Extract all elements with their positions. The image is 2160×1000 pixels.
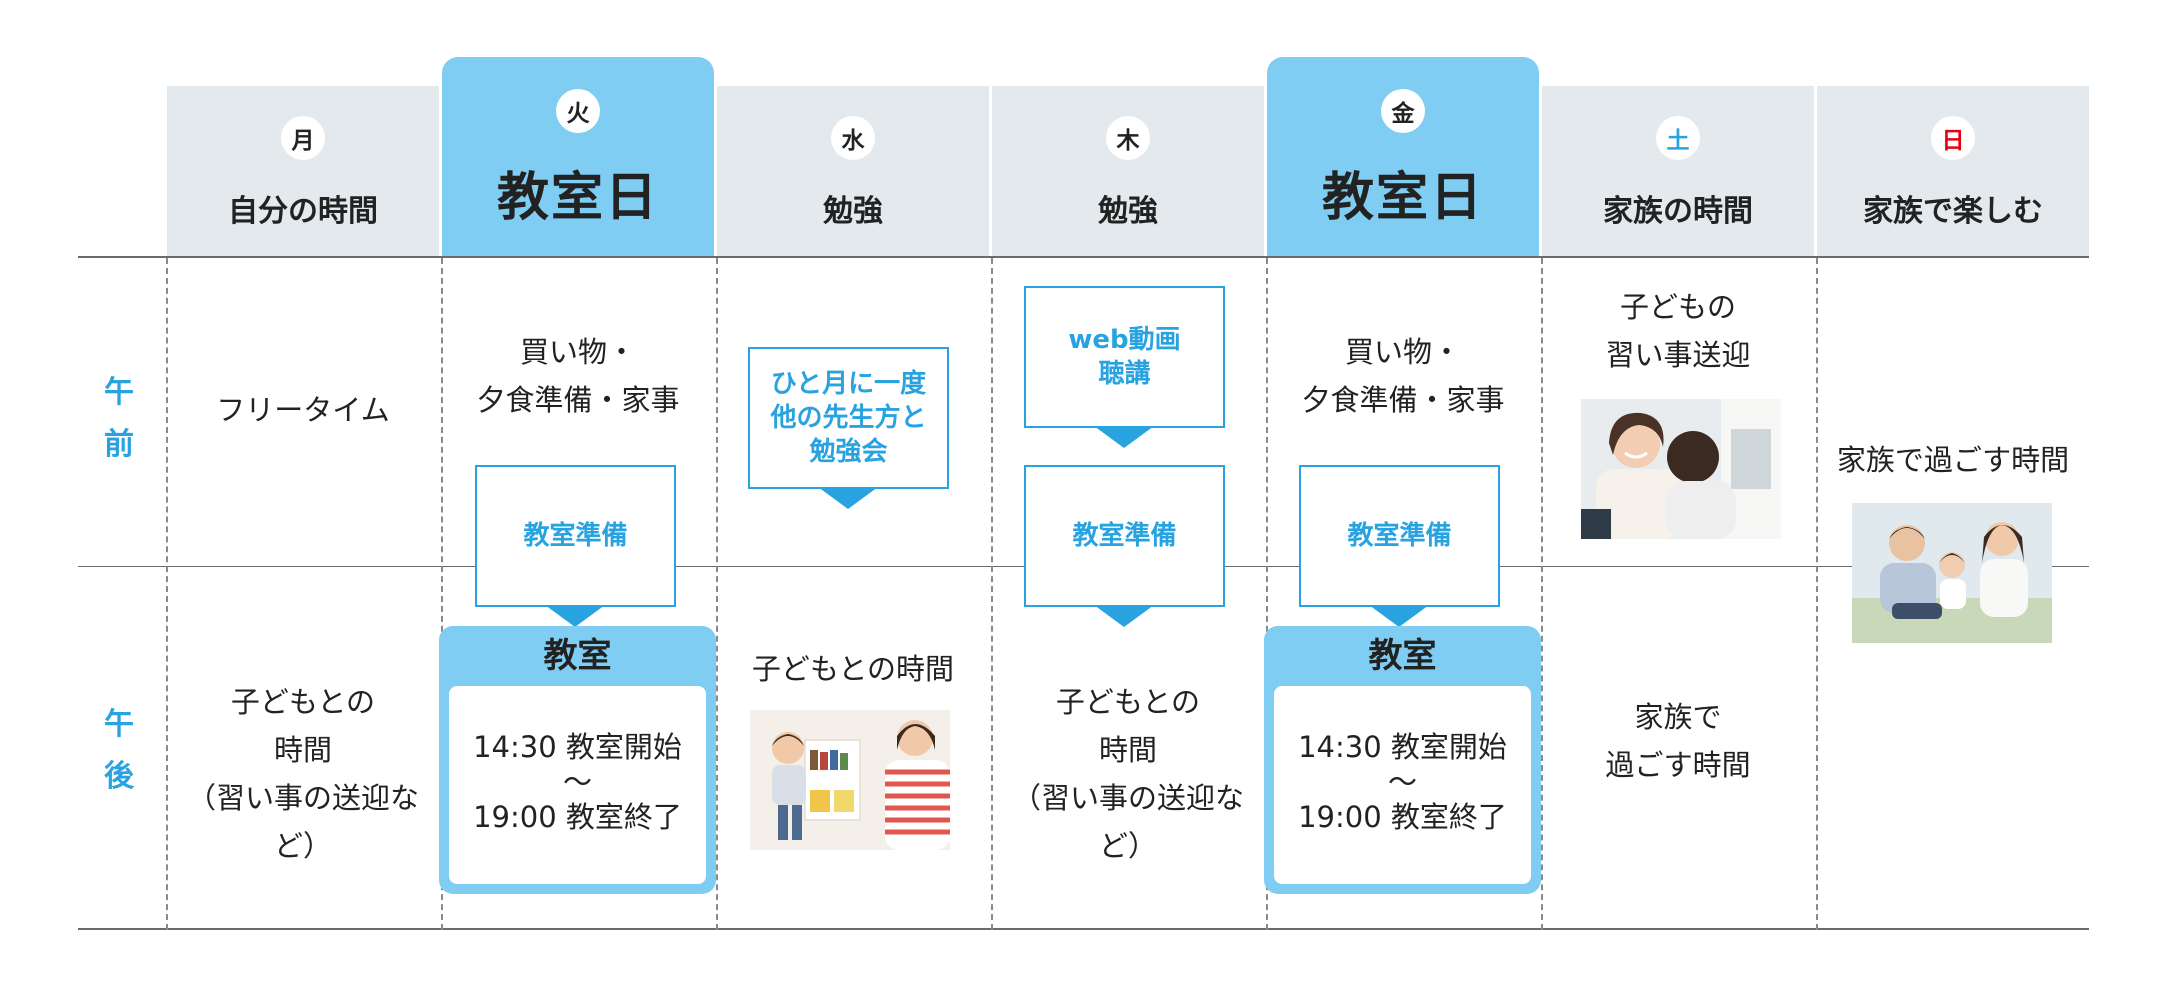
- thu-web-line-1: web動画: [1068, 325, 1181, 355]
- family-outdoor-photo: [1852, 503, 2052, 643]
- fri-am-text: 買い物・ 夕食準備・家事: [1268, 328, 1538, 424]
- thu-pm-line-2: 時間: [1098, 733, 1157, 767]
- wed-study-line-2: 他の先生方と: [770, 403, 927, 433]
- fri-class-end: 19:00 教室終了: [1298, 800, 1507, 834]
- wed-study-arrow: [818, 487, 878, 509]
- day-header-thu: 木 勉強: [992, 86, 1264, 258]
- day-header-mon: 月 自分の時間: [167, 86, 439, 258]
- fri-class-box: 教室 14:30 教室開始 〜 19:00 教室終了: [1264, 626, 1541, 894]
- period-pm-char-1: 午: [104, 707, 134, 742]
- fri-class-start: 14:30 教室開始: [1298, 730, 1507, 764]
- day-badge-thu: 木: [1106, 116, 1150, 160]
- mon-pm-line-2: 時間: [273, 733, 332, 767]
- day-header-sun: 日 家族で楽しむ: [1817, 86, 2089, 258]
- column-divider: [441, 258, 443, 930]
- day-badge-tue: 火: [556, 89, 600, 133]
- tue-prep-box: 教室準備: [475, 465, 676, 607]
- period-pm-char-2: 後: [104, 759, 134, 794]
- column-divider: [166, 258, 168, 930]
- family-outdoor-illustration: [1852, 503, 2052, 643]
- table-bottom-line: [78, 928, 2089, 930]
- fri-class-hours: 14:30 教室開始 〜 19:00 教室終了: [1274, 686, 1531, 884]
- column-divider: [1816, 258, 1818, 930]
- thu-pm-line-3: （習い事の送迎など）: [1011, 781, 1244, 863]
- fri-prep-arrow: [1369, 605, 1429, 627]
- mon-pm-line-3: （習い事の送迎など）: [186, 781, 419, 863]
- day-title-sat: 家族の時間: [1603, 194, 1753, 229]
- fri-class-title: 教室: [1368, 636, 1437, 676]
- day-badge-mon: 月: [281, 116, 325, 160]
- column-divider: [716, 258, 718, 930]
- period-am-char-1: 午: [104, 375, 134, 410]
- header-divider: [78, 256, 2089, 258]
- tue-class-box: 教室 14:30 教室開始 〜 19:00 教室終了: [439, 626, 716, 894]
- tue-class-title: 教室: [543, 636, 612, 676]
- sun-text: 家族で過ごす時間: [1836, 443, 2070, 477]
- lesson-pickup-illustration: [1581, 399, 1781, 539]
- sat-pm-line-1: 家族で: [1634, 700, 1722, 734]
- lesson-pickup-photo: [1581, 399, 1781, 539]
- tue-am-line-2: 夕食準備・家事: [476, 383, 680, 417]
- thu-web-line-2: 聴講: [1098, 359, 1151, 389]
- sat-pm-text: 家族で 過ごす時間: [1543, 693, 1813, 789]
- sat-am-line-2: 習い事送迎: [1605, 338, 1751, 372]
- fri-am-line-2: 夕食準備・家事: [1301, 383, 1505, 417]
- day-title-tue: 教室日: [496, 168, 659, 228]
- sat-am-line-1: 子どもの: [1619, 290, 1736, 324]
- day-title-thu: 勉強: [1098, 194, 1158, 229]
- day-title-wed: 勉強: [823, 194, 883, 229]
- tue-class-start: 14:30 教室開始: [473, 730, 682, 764]
- fri-am-line-1: 買い物・: [1344, 335, 1461, 369]
- period-label-am: 午 前: [102, 367, 136, 471]
- tue-am-text: 買い物・ 夕食準備・家事: [443, 328, 713, 424]
- mon-pm-text: 子どもとの 時間 （習い事の送迎など）: [168, 678, 438, 870]
- mother-child-photo-illustration: [750, 710, 950, 850]
- mon-pm-line-1: 子どもとの: [230, 685, 376, 719]
- tue-class-end: 19:00 教室終了: [473, 800, 682, 834]
- thu-pm-text: 子どもとの 時間 （習い事の送迎など）: [993, 678, 1263, 870]
- column-divider: [1266, 258, 1268, 930]
- thu-web-box: web動画 聴講: [1024, 286, 1225, 428]
- tue-prep-arrow: [545, 605, 605, 627]
- column-divider: [1541, 258, 1543, 930]
- thu-prep-arrow: [1094, 605, 1154, 627]
- thu-prep-box: 教室準備: [1024, 465, 1225, 607]
- day-title-fri: 教室日: [1321, 168, 1484, 228]
- day-header-wed: 水 勉強: [717, 86, 989, 258]
- fri-prep-box: 教室準備: [1299, 465, 1500, 607]
- day-badge-wed: 水: [831, 116, 875, 160]
- tue-am-line-1: 買い物・: [519, 335, 636, 369]
- period-label-pm: 午 後: [102, 699, 136, 803]
- fri-class-tilde: 〜: [1387, 765, 1417, 799]
- column-divider: [991, 258, 993, 930]
- day-header-tue: 火 教室日: [442, 57, 714, 258]
- thu-web-arrow: [1094, 426, 1154, 448]
- day-badge-sat: 土: [1656, 116, 1700, 160]
- wed-study-line-3: 勉強会: [809, 437, 888, 467]
- day-header-fri: 金 教室日: [1267, 57, 1539, 258]
- day-badge-sun: 日: [1931, 116, 1975, 160]
- day-title-mon: 自分の時間: [228, 194, 378, 229]
- wed-study-line-1: ひと月に一度: [770, 369, 927, 399]
- sat-pm-line-2: 過ごす時間: [1605, 748, 1751, 782]
- wed-pm-text: 子どもとの時間: [751, 652, 955, 686]
- tue-class-hours: 14:30 教室開始 〜 19:00 教室終了: [449, 686, 706, 884]
- mon-am-text: フリータイム: [216, 393, 390, 427]
- sat-am-text: 子どもの 習い事送迎: [1543, 283, 1813, 379]
- day-title-sun: 家族で楽しむ: [1863, 194, 2043, 229]
- tue-class-tilde: 〜: [562, 765, 592, 799]
- day-header-sat: 土 家族の時間: [1542, 86, 1814, 258]
- day-badge-fri: 金: [1381, 89, 1425, 133]
- thu-pm-line-1: 子どもとの: [1055, 685, 1201, 719]
- wed-study-box: ひと月に一度 他の先生方と 勉強会: [748, 347, 949, 489]
- period-am-char-2: 前: [104, 427, 134, 462]
- mother-child-playing-photo: [750, 710, 950, 850]
